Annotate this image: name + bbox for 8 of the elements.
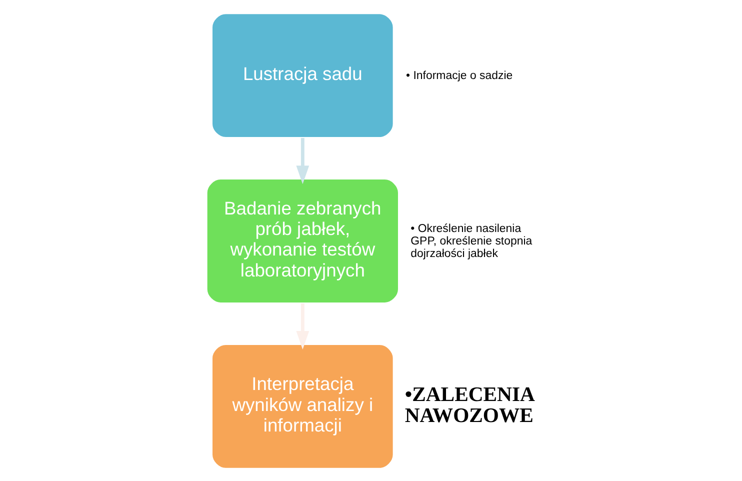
arrow [296,302,310,349]
node-box: Lustracja sadu [211,12,394,138]
node-label: • Informacje o sadzie [406,70,513,82]
arrow [296,137,310,184]
node-label: •ZALECENIA NAWOZOWE [404,384,535,426]
node-box: Badanie zebranych prób jabłek, wykonanie testów laboratoryjnych [206,178,400,304]
node-label: • Określenie nasilenia GPP, określenie stopnia dojrzałości jabłek [410,222,532,260]
node-box: Interpretacja wyników analizy i informacji [211,343,394,468]
